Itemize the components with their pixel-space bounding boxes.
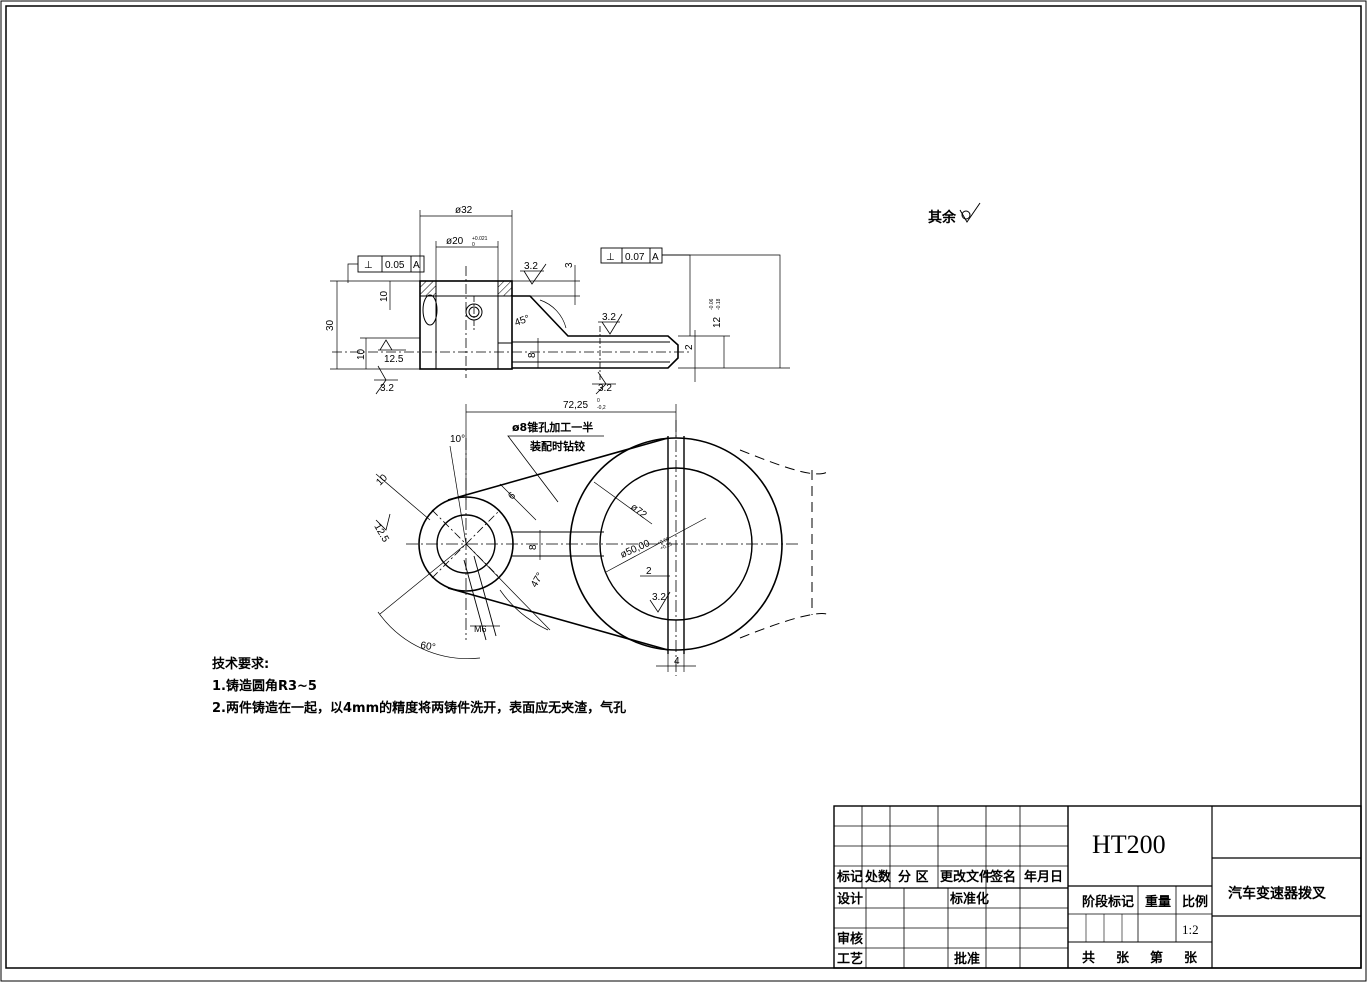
col-zone: 分 区	[898, 869, 929, 885]
dim-ø50-tol-low: +0.25	[659, 541, 673, 552]
weight: 重量	[1145, 894, 1171, 910]
dim-12-tol: -0.06	[709, 298, 715, 310]
row-standard: 标准化	[949, 891, 989, 907]
fcf-right-symbol: ⊥	[606, 252, 615, 263]
angle-10: 10°	[450, 434, 465, 445]
dim-ø72: ø72	[628, 502, 649, 522]
col-sign: 签名	[989, 869, 1016, 885]
dim-bore20: ø20	[446, 236, 464, 247]
front-view-labels: ø32 ø20 +0.021 0 30 10 10 3 8 2 12 -0.06…	[325, 205, 723, 394]
dim-ø50-tol: +0.50	[656, 536, 670, 547]
col-qty: 处数	[864, 869, 892, 885]
tech-notes: 技术要求: 1.铸造圆角R3~5 2.两件铸造在一起，以4mm的精度将两铸件洗开…	[212, 656, 626, 716]
sheets1: 张	[1116, 951, 1130, 966]
col-date: 年月日	[1024, 869, 1063, 885]
title-block-text: HT200 汽车变速器拨叉 标记 处数 分 区 更改文件 签名 年月日 设计 标…	[836, 830, 1327, 967]
dim-2: 2	[684, 344, 695, 350]
row-review: 审核	[837, 931, 863, 947]
dim-30: 30	[325, 319, 336, 331]
stage-mark: 阶段标记	[1082, 894, 1134, 910]
dim-8: 8	[527, 352, 538, 358]
part-name: 汽车变速器拨叉	[1228, 885, 1327, 902]
total: 共	[1082, 950, 1095, 966]
roughness-r: 3.2	[652, 592, 666, 603]
inner-frame	[5, 5, 1362, 969]
row-process: 工艺	[837, 951, 863, 967]
dim-2: 2	[646, 566, 652, 577]
tech-notes-line2: 2.两件铸造在一起，以4mm的精度将两铸件洗开，表面应无夹渣，气孔	[212, 700, 626, 716]
angle-60: 60°	[419, 640, 436, 653]
angle-45: 45°	[513, 313, 531, 329]
roughness-b: 3.2	[602, 312, 616, 323]
roughness-d: 3.2	[598, 383, 612, 394]
roughness-l: 12.5	[371, 522, 390, 545]
rest-roughness-label: 其余	[928, 209, 957, 226]
dim-bore20-tol: +0.021	[472, 236, 488, 242]
dim-od32: ø32	[455, 205, 473, 216]
row-approve: 批准	[954, 951, 980, 967]
dim-centre-tol: 0	[597, 398, 600, 404]
dim-10-bottom: 10	[356, 348, 367, 360]
roughness-a: 3.2	[524, 261, 538, 272]
fcf-right-value: 0.07	[625, 252, 645, 263]
dim-bore20-tol-low: 0	[472, 242, 475, 248]
roughness-e: 12.5	[384, 354, 404, 365]
dim-ø50: ø50,00	[619, 538, 652, 561]
fcf-left-symbol: ⊥	[364, 260, 373, 271]
note-line1: ø8锥孔加工一半	[512, 420, 593, 434]
dim-4: 4	[674, 656, 680, 667]
tech-notes-title: 技术要求:	[212, 656, 269, 672]
dim-centre-tol-low: -0,2	[597, 405, 606, 411]
dim-12-tol-low: -0.18	[716, 298, 722, 310]
dim-12: 12	[712, 316, 723, 328]
dim-m6: M6	[474, 624, 487, 634]
dim-10-top: 10	[379, 290, 390, 302]
dim-3: 3	[564, 262, 575, 268]
fcf-right-datum: A	[652, 252, 659, 263]
fcf-left-value: 0.05	[385, 260, 405, 271]
top-view-labels: 72,25 0 -0,2 ø8锥孔加工一半 装配时钻铰 ø72 ø50,00 +…	[371, 398, 680, 667]
roughness-c: 3.2	[380, 383, 394, 394]
scale-value: 1:2	[1182, 922, 1199, 937]
sheets2: 张	[1184, 951, 1198, 966]
scale-label: 比例	[1182, 894, 1208, 910]
dim-8: 8	[528, 544, 539, 550]
col-change-doc: 更改文件	[940, 869, 992, 885]
dim-centre: 72,25	[563, 400, 588, 411]
col-mark: 标记	[836, 869, 863, 885]
front-view	[330, 210, 790, 395]
material: HT200	[1092, 830, 1166, 859]
fcf-left-datum: A	[413, 260, 420, 271]
note-line2: 装配时钻铰	[529, 439, 585, 453]
tech-notes-line1: 1.铸造圆角R3~5	[212, 678, 317, 694]
rest-roughness-icon	[959, 202, 981, 223]
number: 第	[1150, 950, 1163, 966]
row-design: 设计	[837, 891, 863, 907]
title-block	[833, 805, 1362, 969]
angle-47: 47°	[529, 571, 546, 590]
top-view	[375, 404, 831, 676]
